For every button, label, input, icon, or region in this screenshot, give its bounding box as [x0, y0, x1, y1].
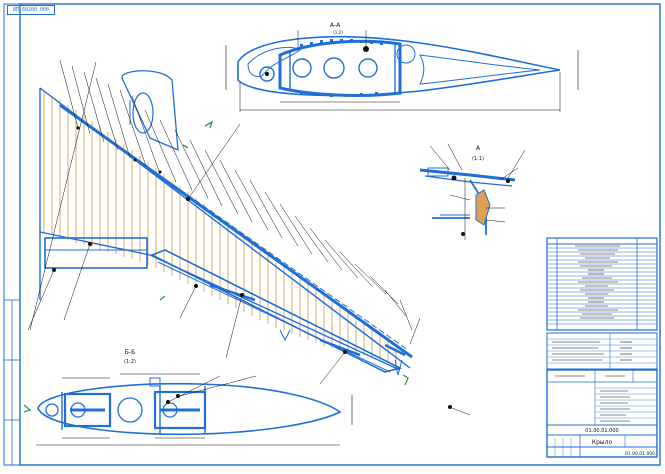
callout-leaders — [27, 59, 421, 385]
inner-frame — [19, 3, 661, 466]
title-block-footer-number: 01.00.01.000 — [625, 451, 655, 457]
title-block: 01.00.01.000 Крыло 01.00.01.000 — [546, 369, 658, 458]
wing-plan-view — [27, 59, 421, 385]
section-aa-scale: (1:2) — [333, 30, 343, 35]
title-block-drawing-number: 01.00.01.000 — [585, 428, 618, 434]
detail-a-view: А (1:1) — [419, 143, 526, 240]
detail-a-title: А — [476, 145, 481, 152]
corner-drawing-code: ВП 60200 000 — [7, 5, 55, 15]
callout-dots — [52, 126, 347, 354]
front-spar — [59, 103, 413, 359]
trailing-edge — [39, 231, 401, 371]
airfoil-bb — [37, 382, 342, 436]
fuselage-stub — [121, 70, 179, 152]
section-bb-scale: (1:2) — [124, 359, 136, 365]
section-bb-title: Б-Б — [125, 349, 135, 356]
detail-a-scale: (1:1) — [472, 156, 484, 162]
section-bb-view: Б-Б (1:2) — [23, 349, 353, 446]
parts-list — [546, 237, 658, 331]
section-aa-view: А-А (1:2) — [225, 22, 579, 112]
title-block-name: Крыло — [592, 439, 613, 446]
spec-table — [546, 332, 658, 370]
root-flap — [44, 237, 148, 269]
section-aa-title: А-А — [330, 22, 341, 29]
